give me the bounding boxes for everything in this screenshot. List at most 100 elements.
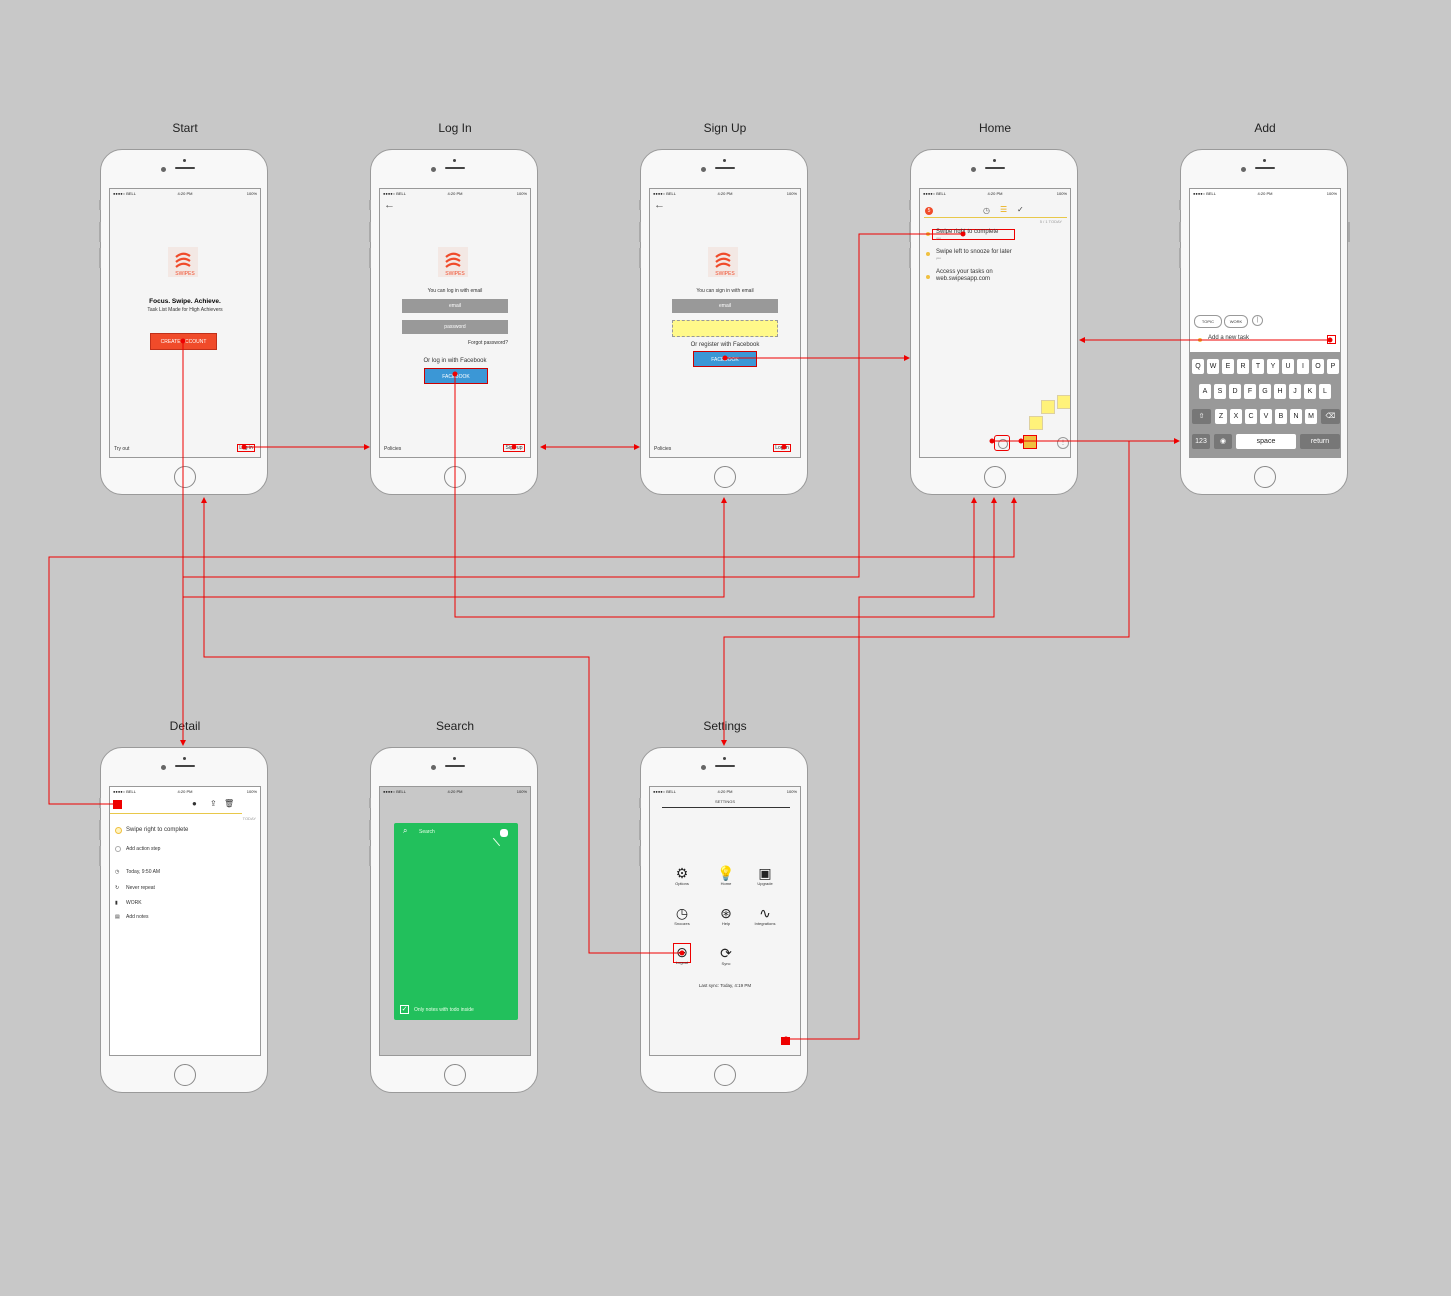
home-button[interactable]	[444, 1064, 466, 1086]
home-button[interactable]	[714, 1064, 736, 1086]
logo-text: SWIPES	[175, 271, 195, 277]
key-p[interactable]: P	[1327, 359, 1339, 374]
integrations-item[interactable]: ∿Integrations	[750, 905, 780, 926]
key-o[interactable]: O	[1312, 359, 1324, 374]
tag-icon: ▮	[115, 900, 118, 906]
checkbox-icon[interactable]: ✓	[400, 1005, 409, 1014]
sticky-note-icon	[1029, 416, 1043, 430]
add-step-link[interactable]: Add action step	[126, 846, 161, 852]
key-z[interactable]: Z	[1215, 409, 1227, 424]
key-d[interactable]: D	[1229, 384, 1241, 399]
search-icon[interactable]: ⋮	[1057, 437, 1069, 449]
logout-item[interactable]: ⊖Logout	[673, 943, 691, 965]
key-f[interactable]: F	[1244, 384, 1256, 399]
key-n[interactable]: N	[1290, 409, 1302, 424]
key-t[interactable]: T	[1252, 359, 1264, 374]
home-button[interactable]	[174, 1064, 196, 1086]
key-i[interactable]: I	[1297, 359, 1309, 374]
schedule-value[interactable]: Today, 9:50 AM	[126, 869, 161, 875]
login-link[interactable]: Log in	[773, 444, 791, 452]
key-y[interactable]: Y	[1267, 359, 1279, 374]
settings-button[interactable]	[994, 435, 1010, 451]
backspace-key[interactable]: ⌫	[1321, 409, 1340, 424]
key-r[interactable]: R	[1237, 359, 1249, 374]
home-button[interactable]	[444, 466, 466, 488]
check-icon[interactable]: ✓	[1017, 205, 1024, 214]
sync-item[interactable]: ⟳Sync	[711, 945, 741, 966]
home-button[interactable]	[1254, 466, 1276, 488]
policies-link[interactable]: Policies	[384, 446, 402, 452]
key-k[interactable]: K	[1304, 384, 1316, 399]
add-task-button[interactable]	[1023, 435, 1037, 449]
upgrade-item[interactable]: ▣Upgrade	[750, 865, 780, 886]
logo-text: SWIPES	[445, 271, 465, 277]
note-field[interactable]	[672, 320, 778, 337]
help-item[interactable]: ⊛Help	[711, 905, 741, 926]
back-button[interactable]	[113, 800, 122, 809]
sync-icon: ⟳	[720, 945, 732, 961]
task-item-3[interactable]: Access your tasks on web.swipesapp.com	[936, 269, 993, 282]
key-a[interactable]: A	[1199, 384, 1211, 399]
clock-icon[interactable]: ◷	[983, 206, 990, 215]
return-key[interactable]: return	[1300, 434, 1340, 449]
task-title[interactable]: Swipe right to complete	[126, 827, 189, 833]
screen-label-home: Home	[978, 121, 1011, 135]
try-out-link[interactable]: Try out	[114, 446, 130, 452]
email-field[interactable]: email	[402, 299, 508, 313]
back-arrow-icon[interactable]: ←	[654, 199, 665, 211]
key-h[interactable]: H	[1274, 384, 1286, 399]
search-input[interactable]: Search	[419, 829, 435, 835]
home-button[interactable]	[174, 466, 196, 488]
facebook-button[interactable]: FACEBOOK	[693, 351, 757, 367]
key-w[interactable]: W	[1207, 359, 1219, 374]
repeat-value[interactable]: Never repeat	[126, 885, 155, 891]
share-icon[interactable]: ⇪	[210, 799, 217, 808]
signup-link[interactable]: Sign up	[503, 444, 525, 452]
key-u[interactable]: U	[1282, 359, 1294, 374]
facebook-button[interactable]: FACEBOOK	[424, 368, 488, 384]
close-settings-button[interactable]	[781, 1037, 790, 1045]
options-item[interactable]: ⚙Options	[667, 865, 697, 886]
close-icon[interactable]	[1327, 335, 1336, 344]
key-l[interactable]: L	[1319, 384, 1331, 399]
task-item-2[interactable]: Swipe left to snooze for later	[936, 249, 1012, 255]
tag-work[interactable]: WORK	[1224, 315, 1248, 328]
tag-value[interactable]: WORK	[126, 900, 142, 906]
home-button[interactable]	[714, 466, 736, 488]
list-icon[interactable]: ☰	[1000, 205, 1008, 214]
numbers-key[interactable]: 123	[1192, 434, 1210, 449]
add-tag-icon[interactable]: |	[1252, 315, 1263, 326]
evernote-icon[interactable]: ●	[192, 799, 197, 808]
create-account-button[interactable]: CREATE ACCOUNT	[150, 333, 217, 350]
email-field[interactable]: email	[672, 299, 778, 313]
back-arrow-icon[interactable]: ←	[384, 199, 395, 211]
forgot-password-link[interactable]: Forgot password?	[467, 340, 508, 346]
key-q[interactable]: Q	[1192, 359, 1204, 374]
gear-icon: ⚙	[675, 865, 689, 881]
snoozes-item[interactable]: ◷Snoozes	[667, 905, 697, 926]
home-item[interactable]: 💡Home	[711, 865, 741, 886]
key-x[interactable]: X	[1230, 409, 1242, 424]
key-v[interactable]: V	[1260, 409, 1272, 424]
key-e[interactable]: E	[1222, 359, 1234, 374]
key-j[interactable]: J	[1289, 384, 1301, 399]
key-g[interactable]: G	[1259, 384, 1271, 399]
key-m[interactable]: M	[1305, 409, 1317, 424]
home-button[interactable]	[984, 466, 1006, 488]
notes-link[interactable]: Add notes	[126, 914, 149, 920]
policies-link[interactable]: Policies	[654, 446, 672, 452]
globe-icon[interactable]: ◉	[1214, 434, 1232, 449]
tag-topic[interactable]: TOPIC	[1194, 315, 1222, 328]
key-s[interactable]: S	[1214, 384, 1226, 399]
screen-label-signup: Sign Up	[703, 121, 747, 135]
task-input[interactable]: Add a new task	[1208, 335, 1250, 341]
login-link[interactable]: Log in	[237, 444, 255, 452]
key-c[interactable]: C	[1245, 409, 1257, 424]
key-b[interactable]: B	[1275, 409, 1287, 424]
space-key[interactable]: space	[1236, 434, 1296, 449]
password-field[interactable]: password	[402, 320, 508, 334]
trash-icon[interactable]: 🗑	[224, 799, 235, 808]
shift-key[interactable]: ⇧	[1192, 409, 1211, 424]
